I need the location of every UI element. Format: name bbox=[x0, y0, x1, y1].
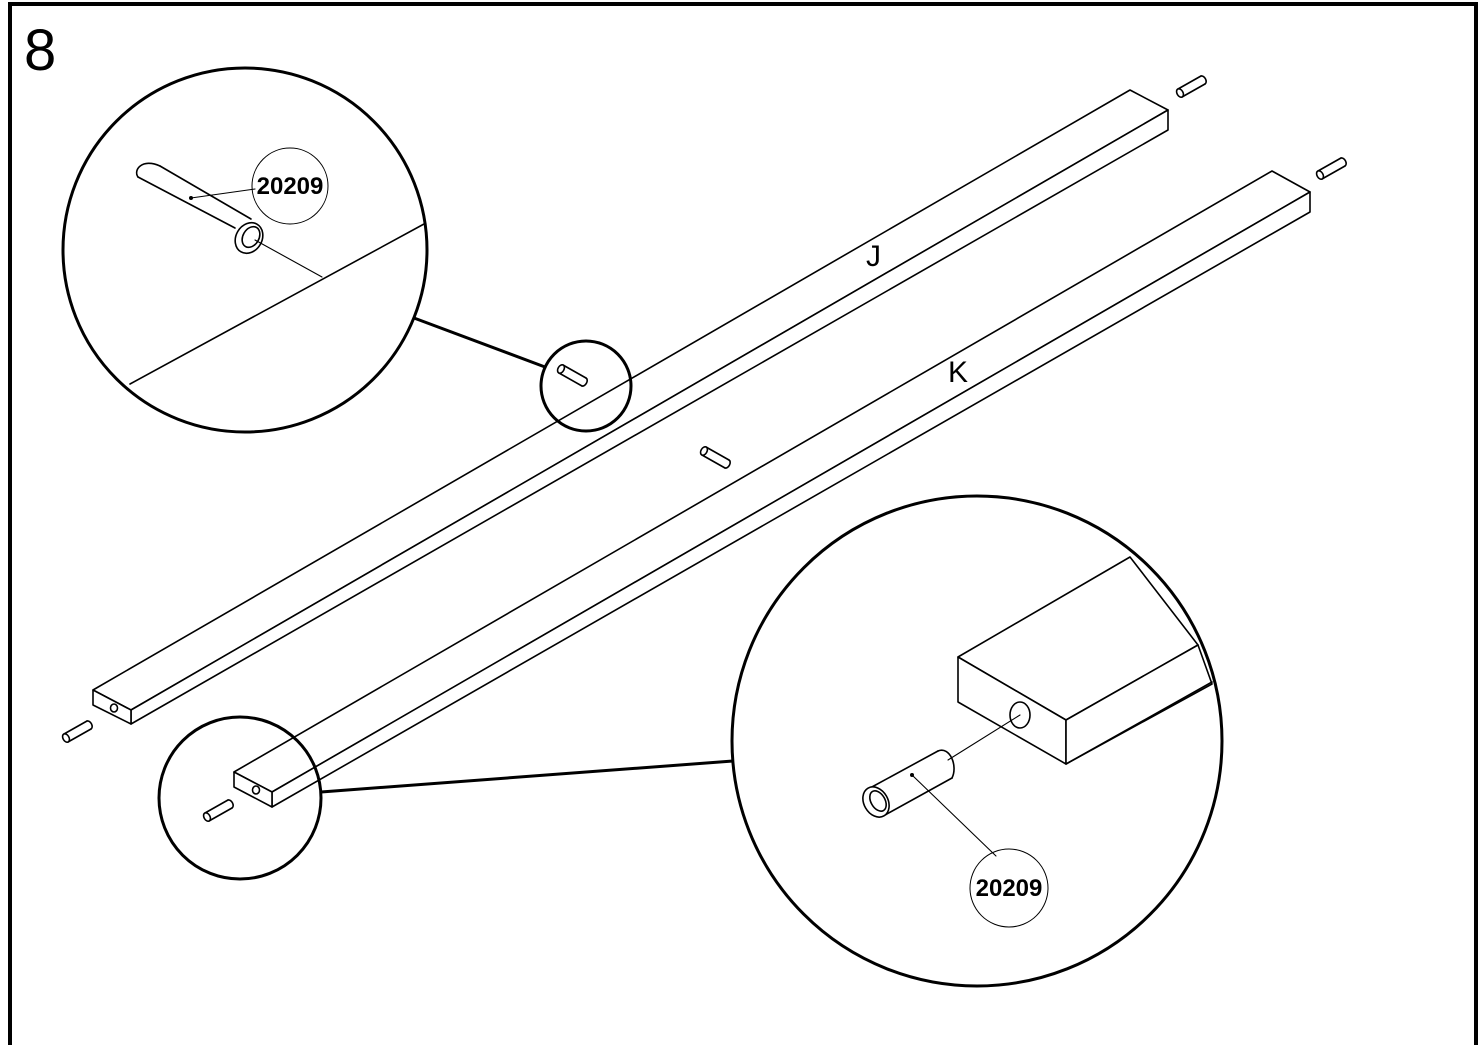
dowel-pin-j-right bbox=[1175, 75, 1207, 98]
detail-top-rail-edge bbox=[129, 223, 425, 385]
callout-top: 20209 bbox=[189, 147, 329, 225]
detail-bottom-dowel bbox=[862, 749, 955, 818]
detail-bottom-alignment-line bbox=[947, 714, 1021, 761]
leader-line-top bbox=[413, 316, 546, 369]
callout-ring-bottom bbox=[969, 848, 1049, 928]
callout-leader-top bbox=[190, 188, 256, 199]
rail-j-label: J bbox=[866, 240, 881, 273]
callout-ring-top bbox=[251, 147, 329, 225]
callout-bottom: 20209 bbox=[910, 773, 1049, 928]
rail-k bbox=[233, 170, 1311, 808]
callout-dot-bottom bbox=[910, 773, 914, 777]
magnifier-small-top bbox=[539, 339, 633, 433]
dowel-pin-center bbox=[699, 446, 731, 469]
leader-line-bottom bbox=[320, 759, 734, 794]
dowel-pin-k-left bbox=[202, 799, 234, 822]
callout-dot-top bbox=[189, 196, 193, 200]
step-number: 8 bbox=[24, 18, 56, 83]
rail-j bbox=[92, 89, 1169, 725]
detail-top-dowel bbox=[135, 162, 323, 278]
callout-part-number-bottom: 20209 bbox=[976, 875, 1043, 902]
callout-leader-bottom bbox=[911, 774, 997, 857]
callout-part-number-top: 20209 bbox=[257, 173, 324, 200]
rail-k-label: K bbox=[948, 356, 968, 389]
dowel-pin-j-left bbox=[61, 720, 93, 743]
detail-circle-bottom bbox=[730, 494, 1224, 988]
dowel-pin-k-right bbox=[1315, 157, 1347, 180]
magnifier-small-bottom bbox=[157, 715, 323, 881]
page-frame bbox=[8, 2, 1478, 1045]
dowel-pin-in-magnifier bbox=[556, 364, 588, 387]
detail-bottom-rail-end bbox=[957, 556, 1213, 765]
